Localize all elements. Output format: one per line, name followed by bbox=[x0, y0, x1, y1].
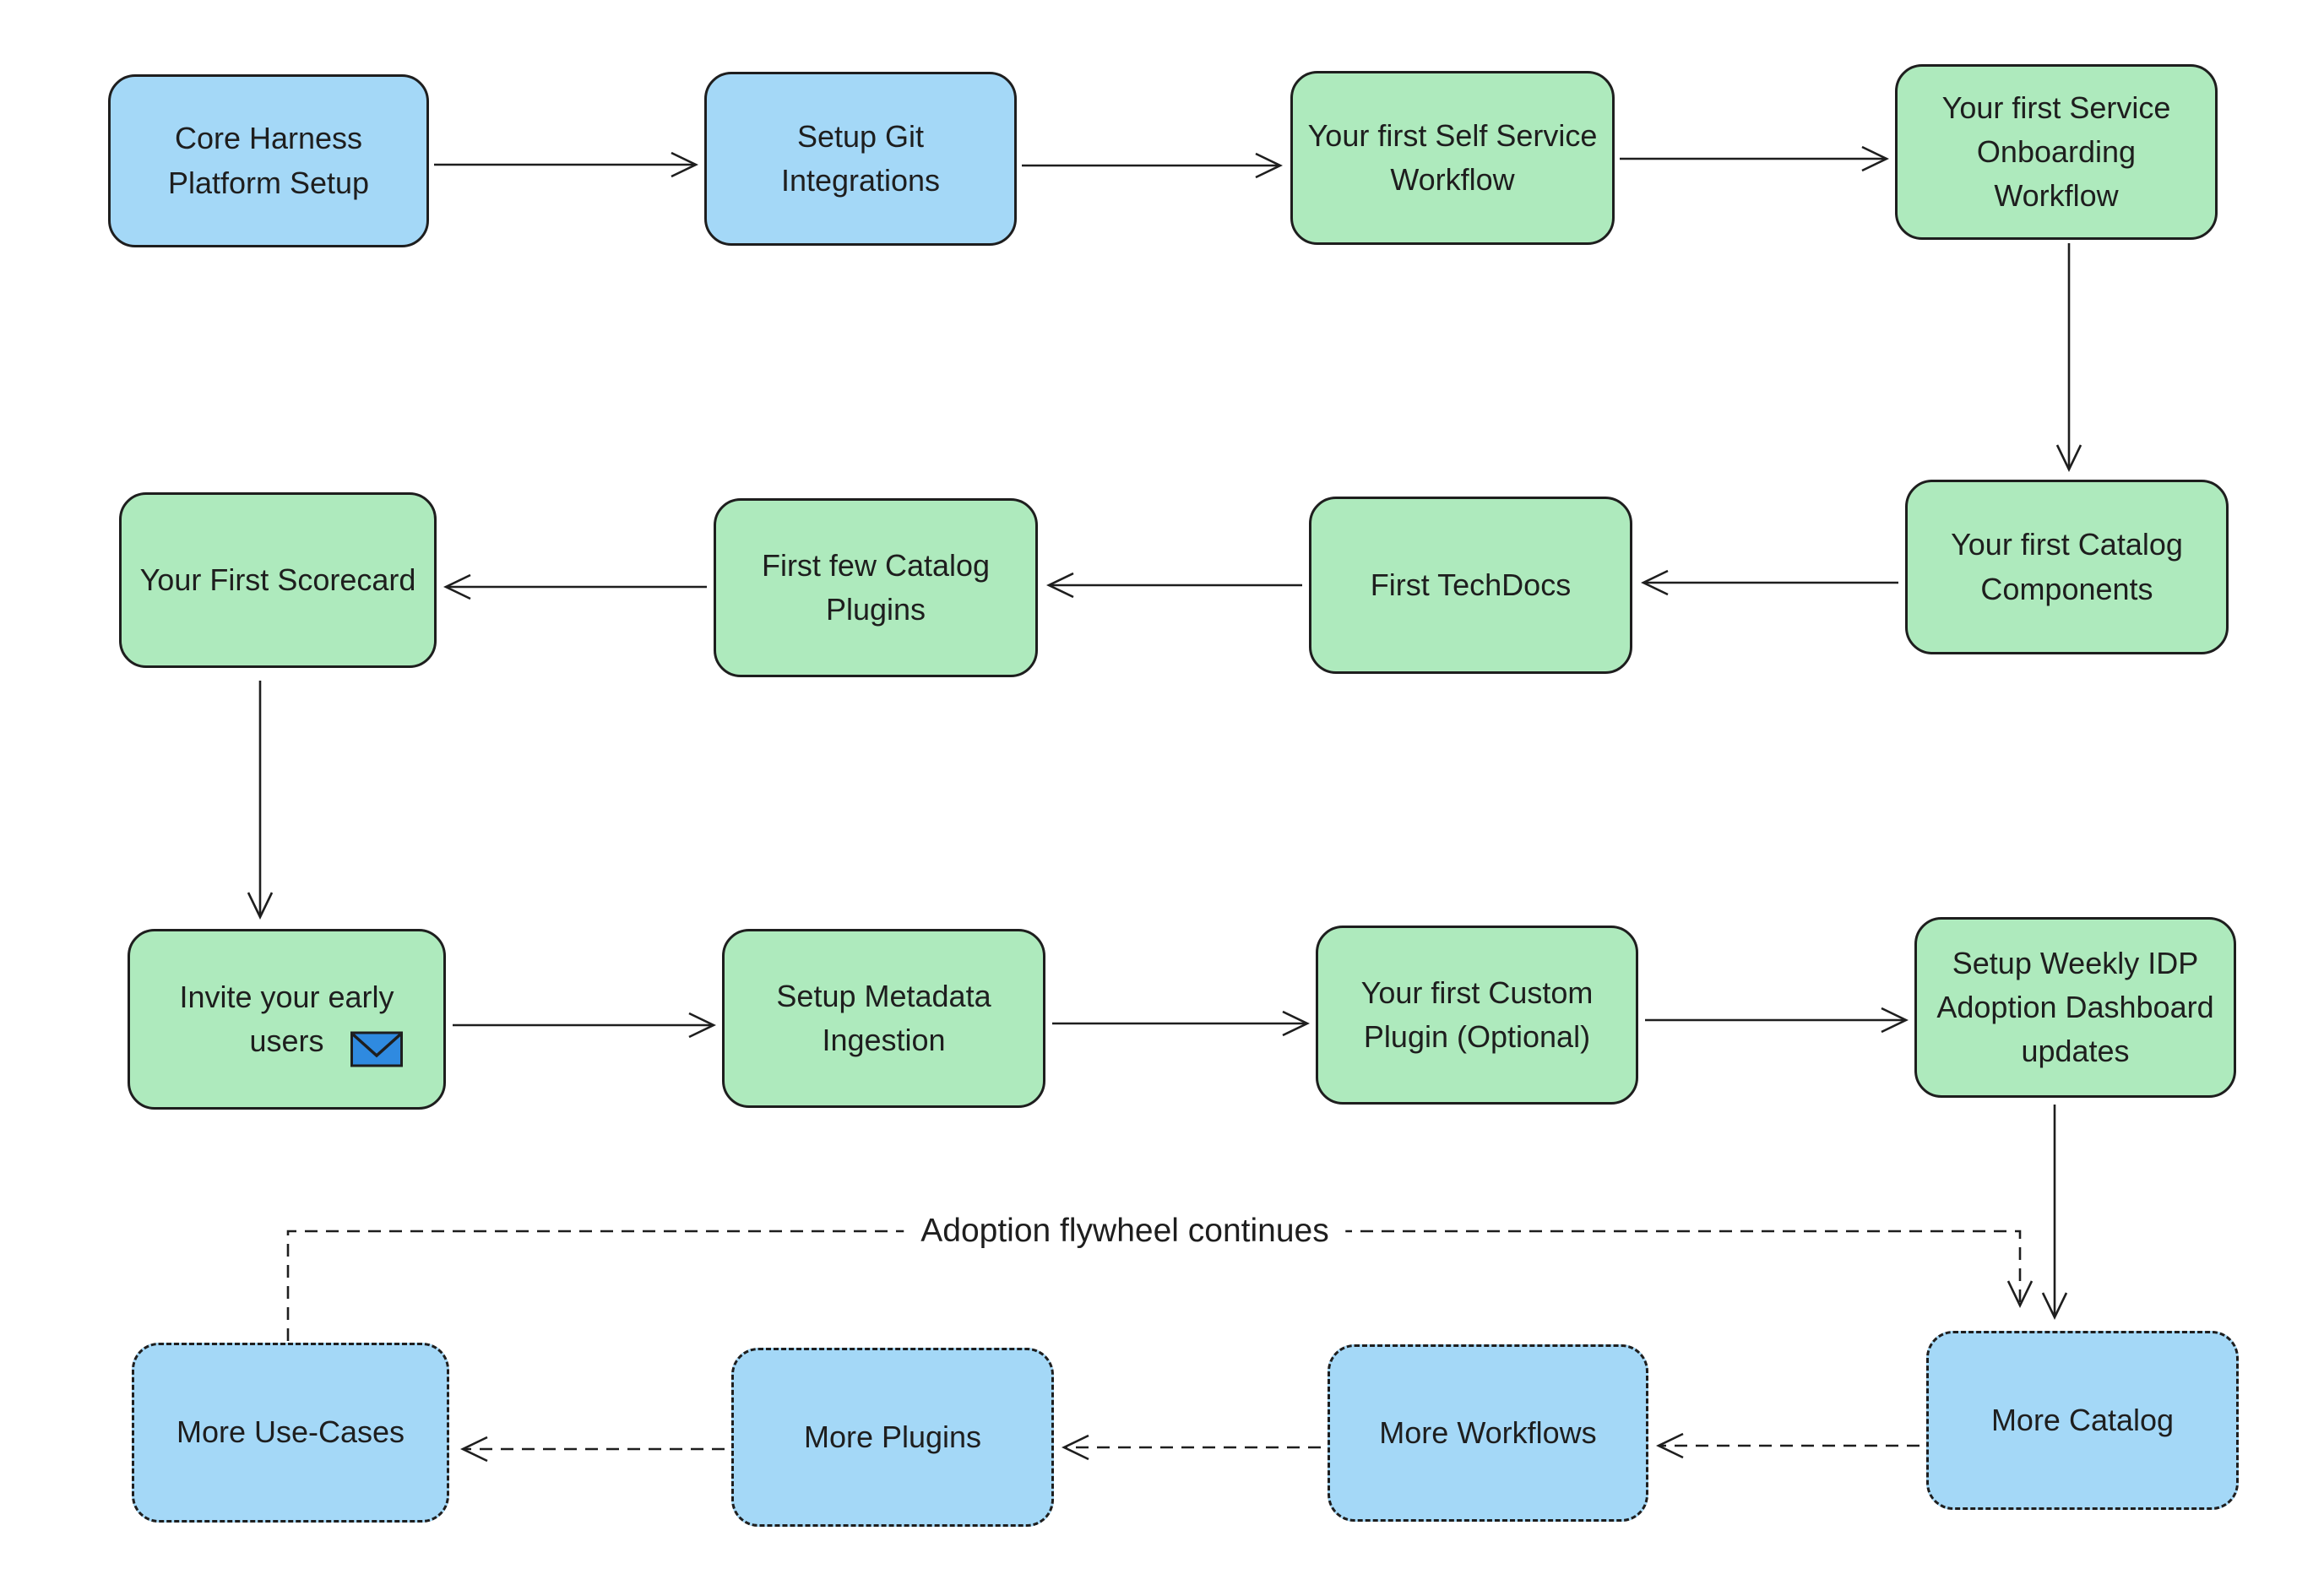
flywheel-label: Adoption flywheel continues bbox=[904, 1213, 1346, 1250]
node-label: Setup Git Integrations bbox=[780, 118, 941, 198]
node-core-harness-platform-setup: Core Harness Platform Setup bbox=[108, 74, 429, 247]
node-label: Your first Service Onboarding Workflow bbox=[1941, 90, 2171, 214]
node-first-techdocs: First TechDocs bbox=[1309, 497, 1632, 674]
node-label: More Plugins bbox=[803, 1419, 982, 1454]
node-more-catalog: More Catalog bbox=[1926, 1331, 2239, 1510]
node-first-scorecard: Your First Scorecard bbox=[119, 492, 437, 668]
node-label: Your first Custom Plugin (Optional) bbox=[1360, 974, 1594, 1054]
node-label: Invite your early users bbox=[179, 979, 394, 1058]
node-first-few-catalog-plugins: First few Catalog Plugins bbox=[714, 498, 1038, 677]
envelope-icon bbox=[350, 1031, 403, 1067]
node-setup-git-integrations: Setup Git Integrations bbox=[704, 72, 1017, 246]
node-setup-metadata-ingestion: Setup Metadata Ingestion bbox=[722, 929, 1045, 1108]
node-label: Your First Scorecard bbox=[139, 562, 416, 597]
node-label: Your first Catalog Components bbox=[1951, 527, 2183, 606]
node-label: Setup Weekly IDP Adoption Dashboard upda… bbox=[1936, 945, 2214, 1069]
node-label: More Catalog bbox=[1990, 1402, 2175, 1437]
node-label: More Workflows bbox=[1379, 1414, 1597, 1450]
node-label: Core Harness Platform Setup bbox=[167, 121, 370, 200]
node-label: Your first Self Service Workflow bbox=[1307, 117, 1598, 197]
node-more-plugins: More Plugins bbox=[731, 1348, 1054, 1527]
node-setup-weekly-idp-dashboard: Setup Weekly IDP Adoption Dashboard upda… bbox=[1914, 917, 2236, 1098]
node-more-use-cases: More Use-Cases bbox=[132, 1343, 449, 1523]
node-more-workflows: More Workflows bbox=[1328, 1344, 1648, 1522]
node-first-custom-plugin: Your first Custom Plugin (Optional) bbox=[1316, 926, 1638, 1105]
node-first-catalog-components: Your first Catalog Components bbox=[1905, 480, 2229, 654]
node-first-self-service-workflow: Your first Self Service Workflow bbox=[1290, 71, 1615, 245]
node-invite-early-users: Invite your early users bbox=[128, 929, 446, 1110]
node-label: Setup Metadata Ingestion bbox=[776, 978, 991, 1057]
node-label: More Use-Cases bbox=[176, 1414, 405, 1450]
node-first-service-onboarding-workflow: Your first Service Onboarding Workflow bbox=[1895, 64, 2218, 240]
node-label: First TechDocs bbox=[1370, 567, 1572, 602]
node-label: First few Catalog Plugins bbox=[761, 547, 991, 627]
